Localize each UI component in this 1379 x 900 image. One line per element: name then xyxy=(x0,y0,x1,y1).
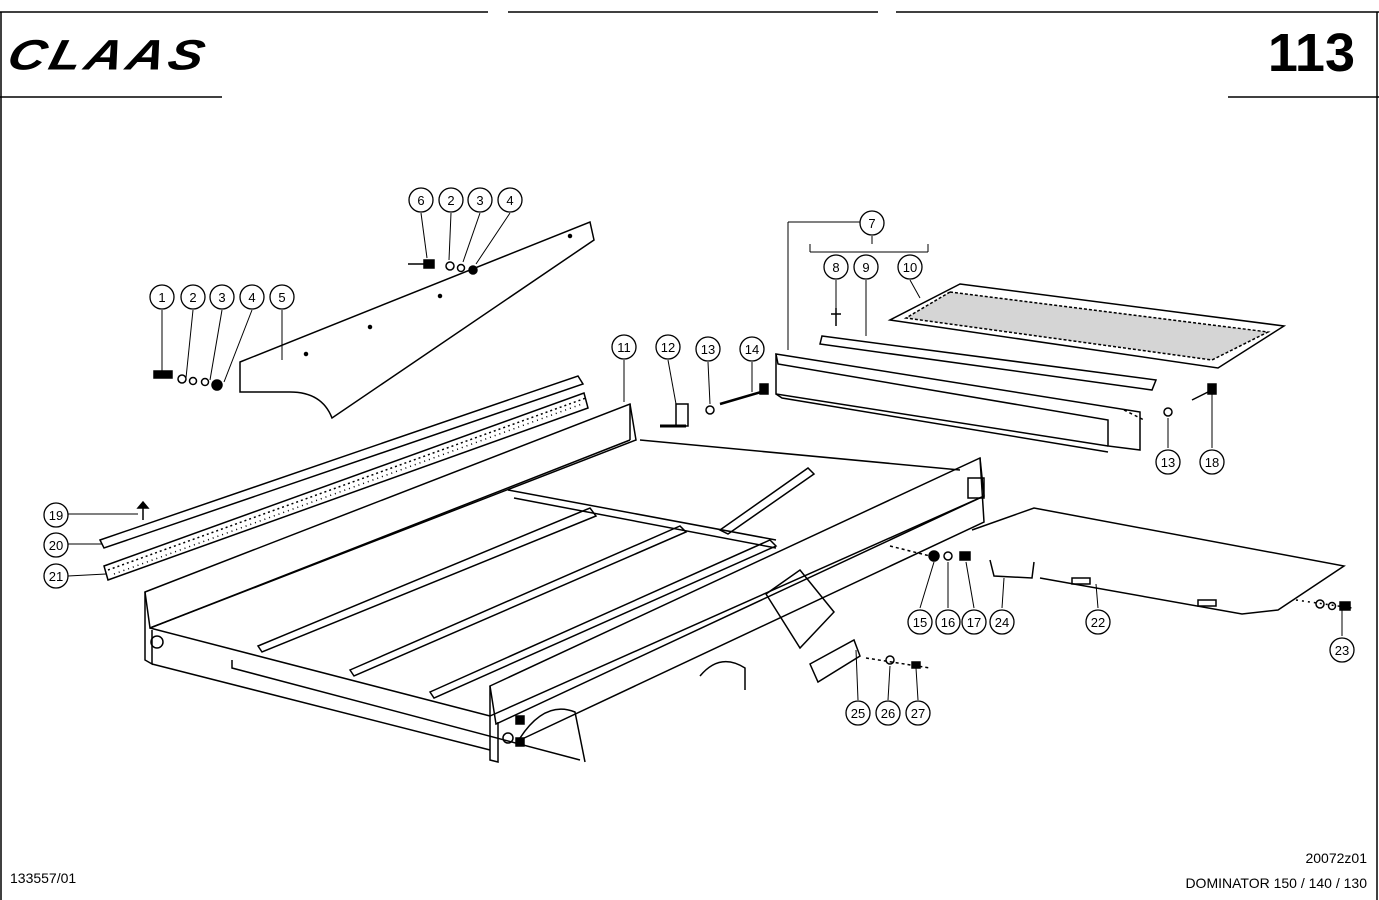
callout-2b: 2 xyxy=(438,187,464,213)
svg-text:24: 24 xyxy=(995,615,1009,630)
callout-14: 14 xyxy=(739,336,765,362)
svg-text:12: 12 xyxy=(661,340,675,355)
svg-text:20: 20 xyxy=(49,538,63,553)
callout-9: 9 xyxy=(853,254,879,280)
svg-text:21: 21 xyxy=(49,569,63,584)
callout-15: 15 xyxy=(907,609,933,635)
callout-20: 20 xyxy=(43,532,69,558)
fastener-set-left xyxy=(153,370,223,391)
svg-text:15: 15 xyxy=(913,615,927,630)
svg-text:13: 13 xyxy=(701,342,715,357)
callout-12: 12 xyxy=(655,334,681,360)
callout-17: 17 xyxy=(961,609,987,635)
callout-6: 6 xyxy=(408,187,434,213)
svg-text:5: 5 xyxy=(278,290,285,305)
callout-10: 10 xyxy=(897,254,923,280)
svg-text:8: 8 xyxy=(832,260,839,275)
callout-4b: 4 xyxy=(497,187,523,213)
callout-25: 25 xyxy=(845,700,871,726)
fastener-set-top xyxy=(408,259,478,275)
callout-22: 22 xyxy=(1085,609,1111,635)
side-plate-part xyxy=(239,220,595,420)
callout-4: 4 xyxy=(239,284,265,310)
seal-strips-left xyxy=(98,375,589,581)
svg-text:4: 4 xyxy=(248,290,255,305)
fastener-set-right xyxy=(889,545,971,562)
callout-18: 18 xyxy=(1199,449,1225,475)
svg-text:27: 27 xyxy=(911,706,925,721)
callout-27: 27 xyxy=(905,700,931,726)
callout-2: 2 xyxy=(180,284,206,310)
drawing-number: 20072z01 xyxy=(1305,850,1367,866)
callout-23: 23 xyxy=(1329,637,1355,663)
callout-7: 7 xyxy=(859,210,885,236)
svg-text:10: 10 xyxy=(903,260,917,275)
callout-13: 13 xyxy=(695,336,721,362)
callout-26: 26 xyxy=(875,700,901,726)
svg-text:26: 26 xyxy=(881,706,895,721)
callout-11: 11 xyxy=(611,334,637,360)
bracket-part xyxy=(809,638,931,684)
svg-text:13: 13 xyxy=(1161,455,1175,470)
svg-text:3: 3 xyxy=(218,290,225,305)
svg-text:25: 25 xyxy=(851,706,865,721)
callout-19: 19 xyxy=(43,502,69,528)
svg-text:2: 2 xyxy=(189,290,196,305)
callout-3: 3 xyxy=(209,284,235,310)
channel-assembly xyxy=(775,308,1217,453)
main-frame xyxy=(144,402,985,763)
svg-text:14: 14 xyxy=(745,342,759,357)
svg-text:6: 6 xyxy=(417,193,424,208)
callout-16: 16 xyxy=(935,609,961,635)
cover-plate xyxy=(971,507,1353,615)
model-label: DOMINATOR 150 / 140 / 130 xyxy=(1185,875,1367,891)
svg-text:2: 2 xyxy=(447,193,454,208)
callout-13b: 13 xyxy=(1155,449,1181,475)
svg-text:23: 23 xyxy=(1335,643,1349,658)
svg-text:7: 7 xyxy=(868,216,875,231)
svg-text:16: 16 xyxy=(941,615,955,630)
svg-text:18: 18 xyxy=(1205,455,1219,470)
callout-1: 1 xyxy=(149,284,175,310)
pin-assembly xyxy=(660,383,769,428)
svg-text:1: 1 xyxy=(158,290,165,305)
callout-3b: 3 xyxy=(467,187,493,213)
callout-8: 8 xyxy=(823,254,849,280)
svg-text:4: 4 xyxy=(506,193,513,208)
callout-5: 5 xyxy=(269,284,295,310)
svg-text:17: 17 xyxy=(967,615,981,630)
leader-lines xyxy=(67,212,1343,701)
callout-24: 24 xyxy=(989,609,1015,635)
insulation-mat xyxy=(887,283,1287,369)
callout-bubbles: 1 2 3 4 5 6 2 3 4 7 8 9 10 11 12 13 14 1… xyxy=(43,187,1355,726)
svg-text:9: 9 xyxy=(862,260,869,275)
document-number: 133557/01 xyxy=(10,870,77,886)
svg-text:3: 3 xyxy=(476,193,483,208)
svg-text:11: 11 xyxy=(617,340,631,355)
page-number: 113 xyxy=(1267,23,1355,83)
svg-text:22: 22 xyxy=(1091,615,1105,630)
svg-text:19: 19 xyxy=(49,508,63,523)
callout-21: 21 xyxy=(43,563,69,589)
